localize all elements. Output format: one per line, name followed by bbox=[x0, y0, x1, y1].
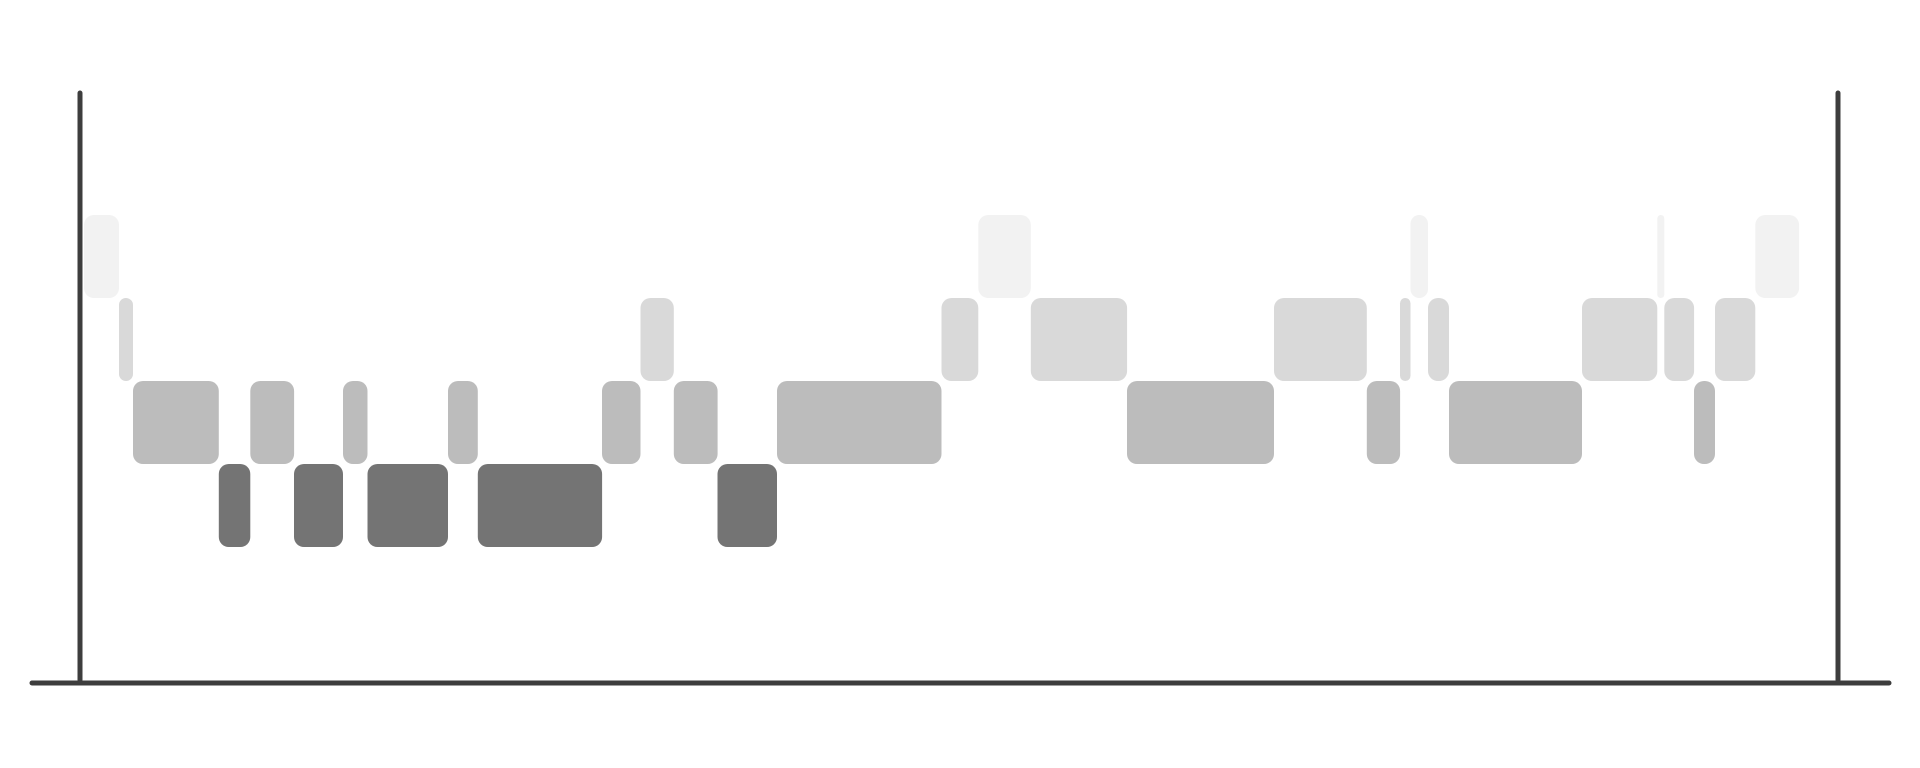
stage-segment-17 bbox=[1030, 298, 1128, 381]
stage-segment-16 bbox=[978, 215, 1031, 298]
stage-segment-8 bbox=[448, 381, 478, 464]
stage-segment-20 bbox=[1366, 381, 1401, 464]
stage-segment-2 bbox=[133, 381, 219, 464]
stage-segment-19 bbox=[1274, 298, 1367, 381]
stage-segment-29 bbox=[1715, 298, 1756, 381]
stage-segment-26 bbox=[1657, 215, 1665, 298]
stage-segment-14 bbox=[777, 381, 942, 464]
stage-segment-22 bbox=[1410, 215, 1428, 298]
stage-segment-25 bbox=[1582, 298, 1658, 381]
stage-segment-23 bbox=[1428, 298, 1449, 381]
stage-segment-10 bbox=[602, 381, 641, 464]
stage-segment-1 bbox=[119, 298, 133, 381]
stage-segment-11 bbox=[640, 298, 674, 381]
stage-segment-30 bbox=[1755, 215, 1800, 298]
stage-segment-0 bbox=[84, 215, 119, 298]
stage-segment-15 bbox=[941, 298, 979, 381]
stage-segment-13 bbox=[717, 464, 777, 547]
stage-segment-3 bbox=[218, 464, 251, 547]
stage-segment-5 bbox=[294, 464, 343, 547]
stage-segment-18 bbox=[1127, 381, 1274, 464]
stage-bands bbox=[84, 215, 1800, 547]
stage-segment-21 bbox=[1400, 298, 1411, 381]
stage-segment-9 bbox=[477, 464, 603, 547]
stage-segment-27 bbox=[1664, 298, 1695, 381]
stage-segment-7 bbox=[367, 464, 448, 547]
stage-segment-4 bbox=[250, 381, 295, 464]
stage-segment-6 bbox=[343, 381, 368, 464]
stage-segment-12 bbox=[673, 381, 718, 464]
stage-segment-28 bbox=[1694, 381, 1715, 464]
stage-segment-24 bbox=[1449, 381, 1582, 464]
